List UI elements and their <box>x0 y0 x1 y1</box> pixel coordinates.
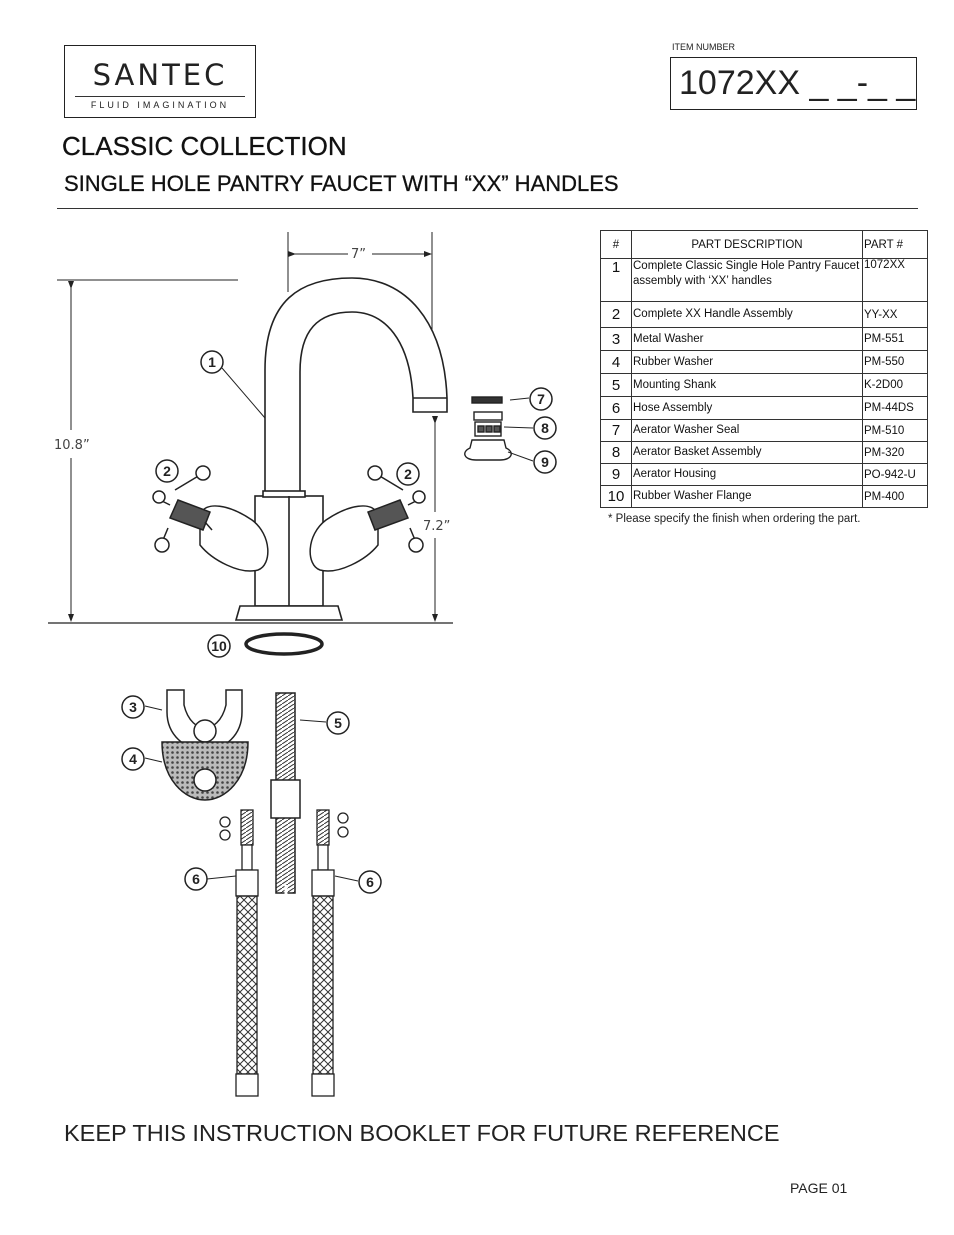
hose-right <box>311 809 349 1097</box>
row-number: 3 <box>600 327 632 351</box>
parts-table-header: # PART DESCRIPTION PART # <box>600 230 928 259</box>
svg-text:7: 7 <box>537 391 545 407</box>
metal-washer <box>166 689 243 751</box>
row-number: 5 <box>600 373 632 397</box>
row-number: 10 <box>600 485 632 508</box>
keep-booklet-notice: KEEP THIS INSTRUCTION BOOKLET FOR FUTURE… <box>64 1120 780 1146</box>
callout-10: 10 <box>207 634 231 658</box>
row-description: Complete Classic Single Hole Pantry Fauc… <box>631 258 863 302</box>
table-row: 8 Aerator Basket Assembly PM-320 <box>600 441 928 464</box>
svg-text:8: 8 <box>541 420 549 436</box>
title-divider <box>57 208 918 209</box>
row-number: 6 <box>600 396 632 420</box>
brand-name: SANTEC <box>92 58 228 92</box>
width-dimension-label: 7” <box>351 247 366 262</box>
brand-tagline: FLUID IMAGINATION <box>90 100 230 110</box>
callout-8: 8 <box>533 416 557 440</box>
callout-1: 1 <box>200 350 224 374</box>
row-part-number: YY-XX <box>862 301 928 328</box>
finish-footnote: * Please specify the finish when orderin… <box>608 513 861 525</box>
leader-lines <box>144 367 534 882</box>
svg-text:9: 9 <box>541 454 549 470</box>
svg-text:6: 6 <box>366 874 374 890</box>
item-number-label: ITEM NUMBER <box>672 42 735 52</box>
callout-5: 5 <box>326 711 350 735</box>
row-part-number: 1072XX <box>862 258 928 302</box>
aerator-parts <box>464 396 512 461</box>
row-part-number: PM-550 <box>862 350 928 374</box>
table-row: 3 Metal Washer PM-551 <box>600 327 928 351</box>
row-part-number: PM-320 <box>862 441 928 464</box>
callout-9: 9 <box>533 450 557 474</box>
table-row: 5 Mounting Shank K-2D00 <box>600 373 928 397</box>
row-part-number: K-2D00 <box>862 373 928 397</box>
svg-text:2: 2 <box>404 466 412 482</box>
page-title: CLASSIC COLLECTION <box>62 131 347 161</box>
row-number: 2 <box>600 301 632 328</box>
callout-6-left: 6 <box>184 867 208 891</box>
table-row: 2 Complete XX Handle Assembly YY-XX <box>600 301 928 328</box>
rubber-washer-flange <box>244 632 324 656</box>
logo-divider <box>75 96 245 97</box>
callout-7: 7 <box>529 387 553 411</box>
row-description: Hose Assembly <box>631 396 863 420</box>
row-description: Aerator Basket Assembly <box>631 441 863 464</box>
right-handle <box>309 465 426 572</box>
parts-table: # PART DESCRIPTION PART # 1 Complete Cla… <box>600 230 928 508</box>
svg-text:5: 5 <box>334 715 342 731</box>
mounting-shank <box>270 692 301 897</box>
callout-2-right: 2 <box>396 462 420 486</box>
table-row: 9 Aerator Housing PO-942-U <box>600 463 928 486</box>
left-handle <box>152 465 269 572</box>
row-description: Mounting Shank <box>631 373 863 397</box>
page-number: PAGE 01 <box>790 1180 848 1196</box>
height-dimension: 10.8” <box>54 279 238 622</box>
row-description: Aerator Housing <box>631 463 863 486</box>
svg-text:1: 1 <box>208 354 216 370</box>
row-description: Rubber Washer Flange <box>631 485 863 508</box>
svg-text:6: 6 <box>192 871 200 887</box>
row-number: 9 <box>600 463 632 486</box>
table-row: 10 Rubber Washer Flange PM-400 <box>600 485 928 508</box>
row-part-number: PO-942-U <box>862 463 928 486</box>
header-part-number: PART # <box>862 230 928 259</box>
santec-logo: SANTEC FLUID IMAGINATION <box>64 45 256 118</box>
hose-left <box>219 809 259 1097</box>
width-dimension: 7” <box>287 232 433 345</box>
svg-text:4: 4 <box>129 751 137 767</box>
callout-3: 3 <box>121 695 145 719</box>
row-number: 1 <box>600 258 632 302</box>
row-description: Complete XX Handle Assembly <box>631 301 863 328</box>
callout-4: 4 <box>121 747 145 771</box>
row-part-number: PM-400 <box>862 485 928 508</box>
rubber-washer <box>161 741 249 801</box>
row-number: 7 <box>600 419 632 442</box>
table-row: 6 Hose Assembly PM-44DS <box>600 396 928 420</box>
table-row: 7 Aerator Washer Seal PM-510 <box>600 419 928 442</box>
page-subtitle: SINGLE HOLE PANTRY FAUCET WITH “XX” HAND… <box>64 171 619 196</box>
row-part-number: PM-551 <box>862 327 928 351</box>
callout-2-left: 2 <box>155 459 179 483</box>
row-description: Rubber Washer <box>631 350 863 374</box>
row-part-number: PM-510 <box>862 419 928 442</box>
row-number: 8 <box>600 441 632 464</box>
row-part-number: PM-44DS <box>862 396 928 420</box>
callout-6-right: 6 <box>358 870 382 894</box>
spout-height-dimension: 7.2” <box>423 416 450 622</box>
spout-height-dimension-label: 7.2” <box>423 519 450 534</box>
row-description: Aerator Washer Seal <box>631 419 863 442</box>
header-description: PART DESCRIPTION <box>631 230 863 259</box>
svg-text:10: 10 <box>211 638 227 654</box>
table-row: 4 Rubber Washer PM-550 <box>600 350 928 374</box>
table-row: 1 Complete Classic Single Hole Pantry Fa… <box>600 258 928 302</box>
height-dimension-label: 10.8” <box>54 438 90 453</box>
svg-text:3: 3 <box>129 699 137 715</box>
svg-text:2: 2 <box>163 463 171 479</box>
row-number: 4 <box>600 350 632 374</box>
row-description: Metal Washer <box>631 327 863 351</box>
header-number: # <box>600 230 632 259</box>
item-number-value: 1072XX _ _-_ _ <box>670 57 917 110</box>
